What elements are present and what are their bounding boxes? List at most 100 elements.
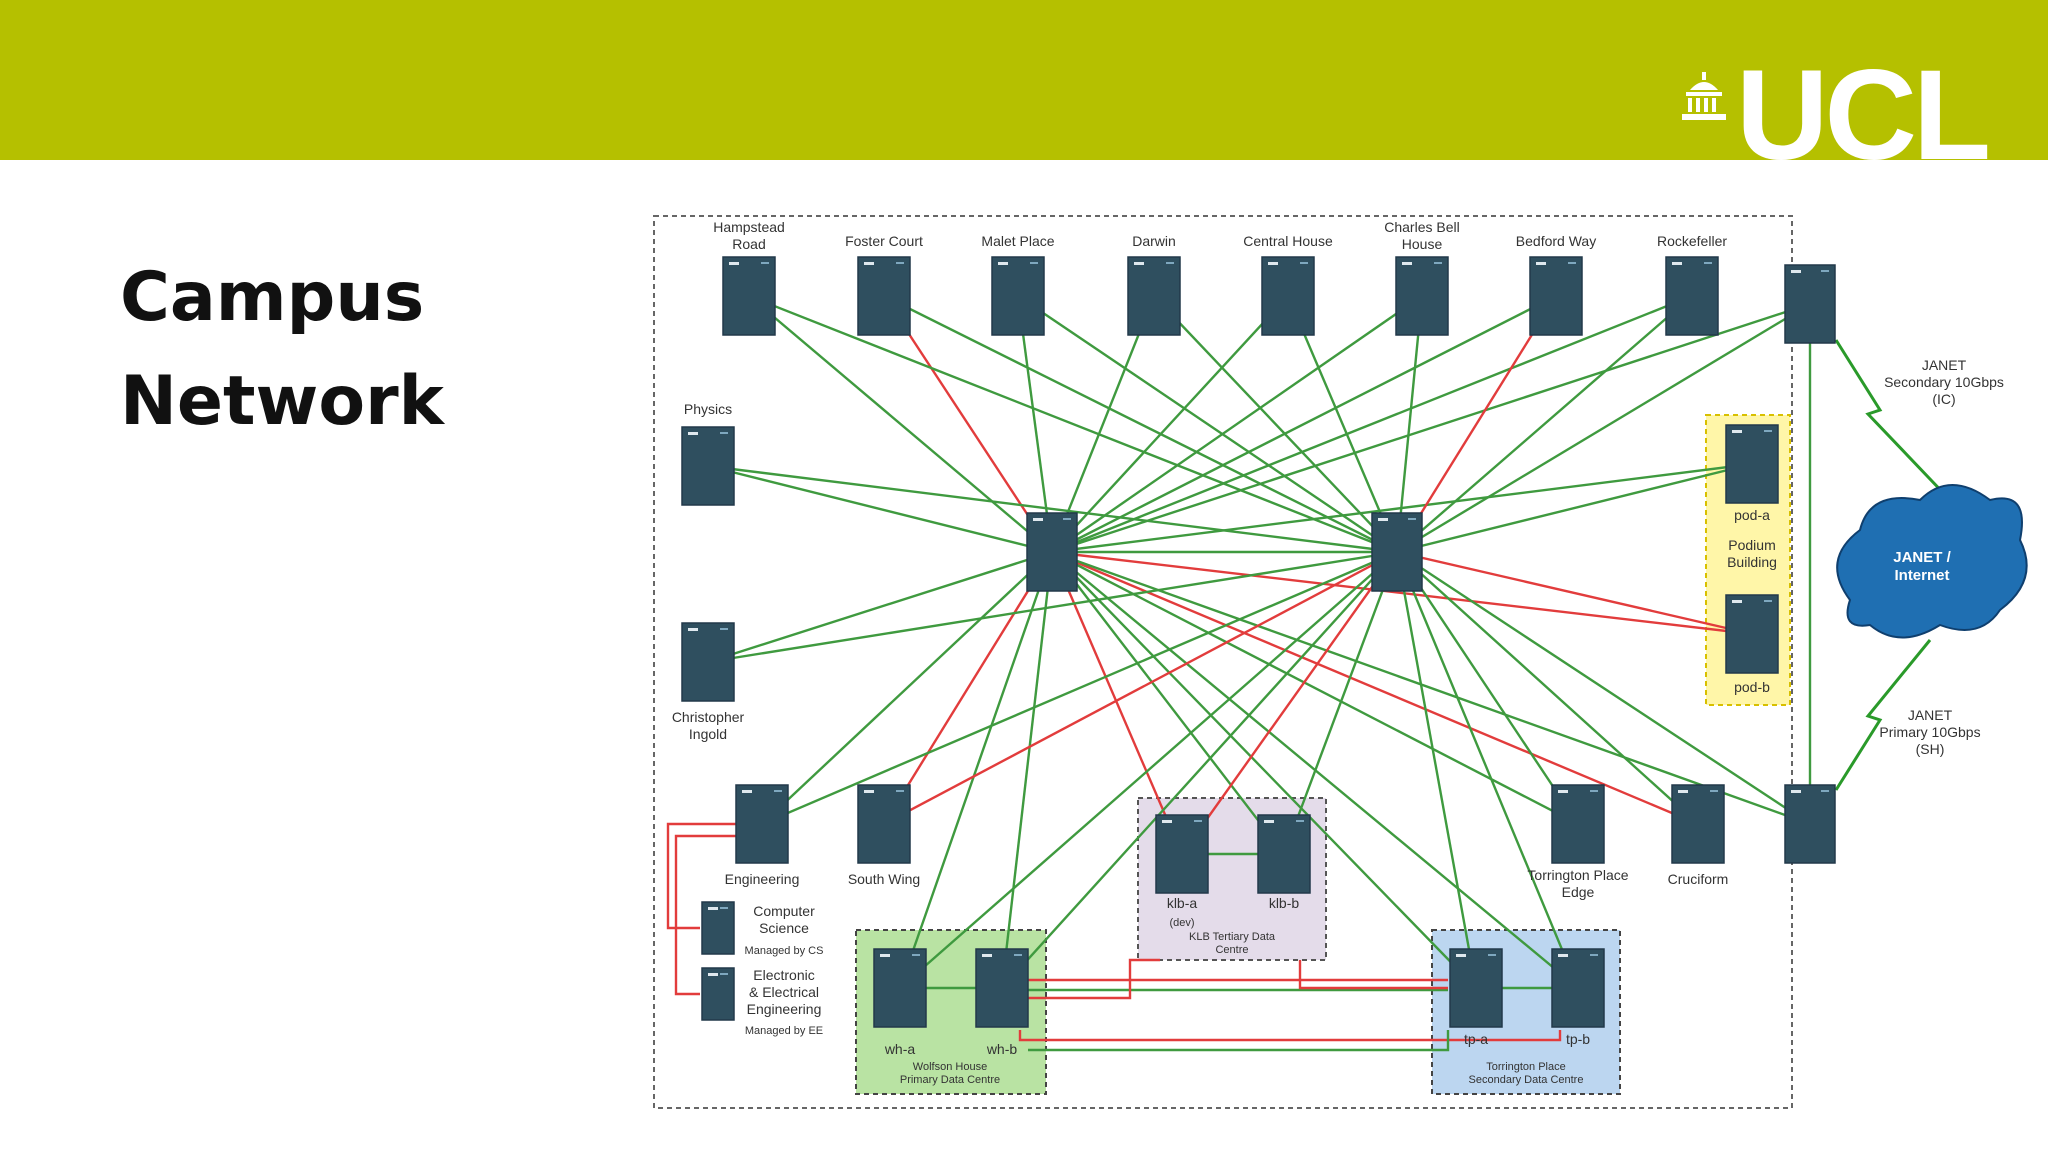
site-label-south-wing: South Wing [848,871,920,887]
link-core-1-top-0 [748,294,1398,554]
link-core-1-top-7 [1396,295,1693,553]
site-label-darwin: Darwin [1132,233,1176,249]
switch-klb-b [1257,814,1311,894]
switch-left-0 [681,426,735,506]
switch-tp-b [1551,948,1605,1028]
switch-top-6 [1529,256,1583,336]
link-core-0-man-0 [1051,302,1811,554]
cs-note: Managed by CS [745,945,824,957]
switch-south [857,784,911,864]
link-core-1-wh-b [1001,551,1398,989]
tp-a-label: tp-a [1464,1031,1488,1047]
pod-b-label: pod-b [1734,679,1770,695]
link-core-0-wh-a [898,551,1054,989]
link-core-1-pod-b [1396,550,1753,636]
switch-man-0 [1784,264,1836,344]
link-core-1-top-3 [1153,295,1398,553]
switch-ee [701,967,735,1021]
link-core-0-pod-b [1051,550,1753,636]
switch-tp-a [1449,948,1503,1028]
link-core-1-man-1 [1396,550,1811,826]
switch-tpedge [1551,784,1605,864]
switch-top-0 [722,256,776,336]
link-core-1-pod-a [1396,462,1753,554]
switch-pod-a [1725,424,1779,504]
switch-man-1 [1784,784,1836,864]
link-core-0-cruci [1051,550,1699,826]
switch-left-1 [681,622,735,702]
link-core-1-man-0 [1396,302,1811,554]
wh-a-label: wh-a [884,1041,916,1057]
link-core-1-cruci [1396,551,1699,825]
switch-wh-a [873,948,927,1028]
switch-top-1 [857,256,911,336]
link-core-1-wh-a [899,551,1398,989]
link-core-1-tp-b [1395,551,1580,989]
portico-icon [1682,72,1726,120]
site-label-engineering: Engineering [725,871,800,887]
link-core-1-south [883,550,1398,826]
site-label-physics: Physics [684,401,732,417]
link-core-0-tpedge [1051,550,1579,826]
switch-core-0 [1026,512,1078,592]
link-core-0-south [882,551,1054,825]
link-core-0-tp-a [1051,551,1477,989]
switch-top-2 [991,256,1045,336]
link-core-0-klb-b [1051,551,1285,855]
wh-b-label: wh-b [986,1041,1018,1057]
switch-pod-b [1725,594,1779,674]
link-core-1-tp-a [1395,551,1478,989]
klb-a-label: klb-a [1167,895,1198,911]
link-core-1-tpedge [1396,551,1579,825]
janet-secondary-link [1834,339,1952,502]
slide-title: Campus Network [120,258,444,441]
site-label-bedford-way: Bedford Way [1516,233,1596,249]
site-label-rockefeller: Rockefeller [1657,233,1727,249]
link-core-1-top-2 [1017,295,1398,553]
link-core-1-left-0 [707,464,1398,554]
link-core-0-top-1 [882,295,1054,553]
link-core-1-left-1 [707,550,1398,664]
site-label-foster-court: Foster Court [845,233,923,249]
site-label-central-house: Central House [1243,233,1333,249]
trunk-wh-klb [1028,958,1160,1000]
link-core-0-wh-b [1000,551,1054,989]
switch-core-1 [1371,512,1423,592]
trunk-klb-tp [1298,960,1448,990]
switch-klb-a [1155,814,1209,894]
link-core-0-left-0 [707,464,1053,554]
trunk-lower [1028,1030,1450,1052]
trunk-wh-b-tp-b [1018,1030,1562,1042]
link-core-0-man-1 [1051,550,1811,826]
link-core-1-top-6 [1395,295,1558,553]
link-core-1-eng [761,550,1398,826]
switch-wh-b [975,948,1029,1028]
tp-b-label: tp-b [1566,1031,1590,1047]
brand-wordmark: UCL [1736,44,1991,187]
switch-top-4 [1261,256,1315,336]
link-core-0-top-4 [1051,295,1289,553]
site-label-cruciform: Cruciform [1668,871,1729,887]
link-core-1-klb-b [1282,551,1399,855]
site-label-malet-place: Malet Place [981,233,1054,249]
pod-a-label: pod-a [1734,507,1770,523]
klb-b-label: klb-b [1269,895,1300,911]
link-core-1-top-1 [883,294,1398,554]
link-core-0-top-3 [1050,295,1156,553]
diagram-frame [653,215,1793,1109]
switch-top-3 [1127,256,1181,336]
link-core-1-top-4 [1286,295,1399,553]
